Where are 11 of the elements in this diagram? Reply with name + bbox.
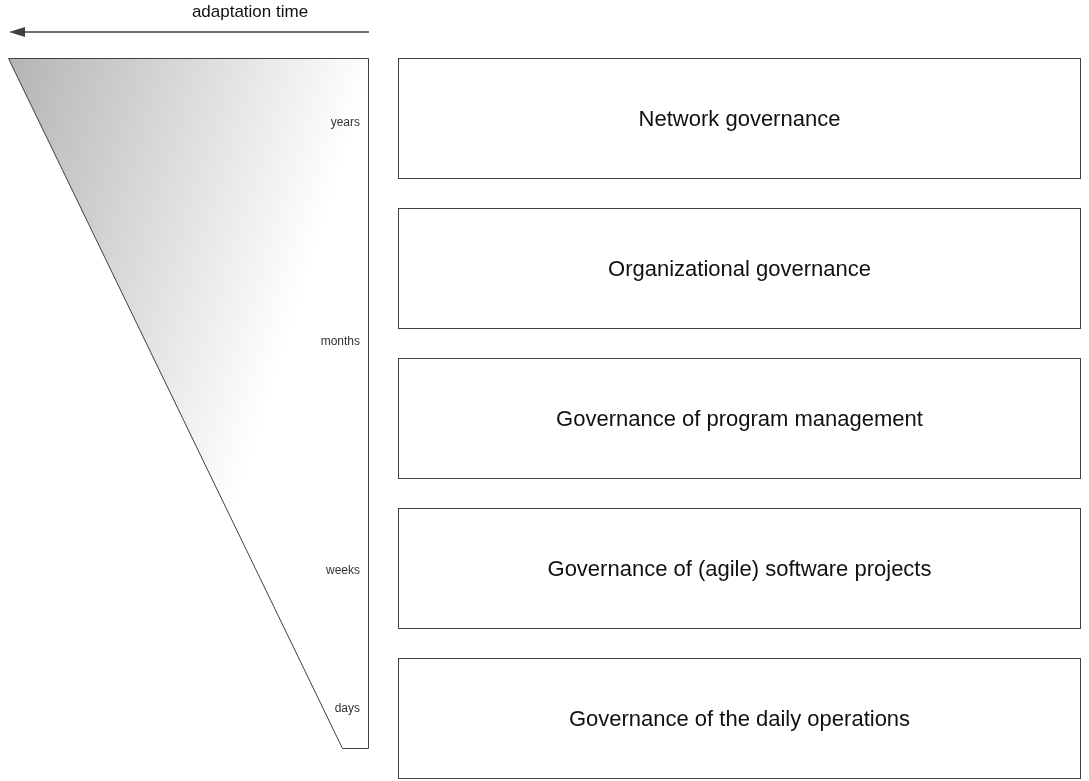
governance-level-box: Organizational governance	[398, 208, 1081, 329]
time-scale-label: months	[320, 334, 360, 348]
governance-level-box: Governance of the daily operations	[398, 658, 1081, 779]
time-scale-label: days	[334, 701, 360, 715]
time-scale-label: years	[330, 115, 360, 129]
wedge-shape	[8, 58, 370, 750]
axis-title: adaptation time	[191, 2, 309, 22]
time-scale-label: weeks	[326, 563, 360, 577]
governance-level-box: Governance of program management	[398, 358, 1081, 479]
governance-level-box: Governance of (agile) software projects	[398, 508, 1081, 629]
governance-level-box: Network governance	[398, 58, 1081, 179]
